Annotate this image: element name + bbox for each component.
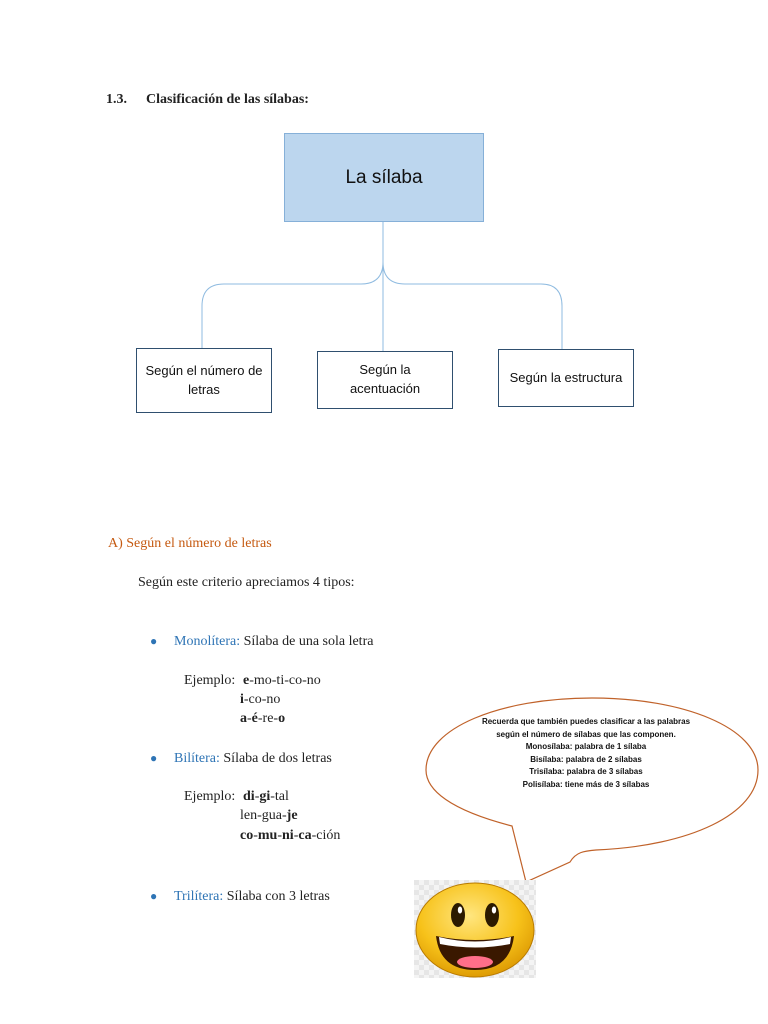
syllable: -: [254, 789, 260, 804]
example-word: e-mo-ti-co-no: [243, 673, 321, 689]
stressed-syllable: ni: [282, 828, 294, 843]
bullet-term: Bilítera:: [174, 751, 220, 766]
example-word: i-co-no: [240, 692, 280, 708]
stressed-syllable: mu: [257, 828, 278, 843]
stressed-syllable: o: [278, 711, 286, 726]
bubble-line: Monosílaba: palabra de 1 sílaba: [525, 742, 647, 752]
syllable: -: [277, 828, 283, 843]
section-number: 1.3.: [106, 92, 127, 107]
example-word: co-mu-ni-ca-ción: [240, 828, 340, 844]
syllable: -co-no: [243, 692, 281, 707]
example-word: di-gi-tal: [243, 789, 289, 805]
bubble-line: Trisílaba: palabra de 3 sílabas: [529, 767, 643, 777]
stressed-syllable: i: [240, 692, 244, 707]
connector-left: [201, 222, 384, 348]
syllable: -: [247, 711, 252, 726]
diagram-connectors: [201, 222, 563, 351]
bullet-definition: Sílaba de dos letras: [219, 751, 332, 766]
bullet-monolitera: ● Monolítera: Sílaba de una sola letra: [150, 634, 373, 650]
bubble-line: Polisílaba: tiene más de 3 sílabas: [522, 779, 650, 789]
syllable: -: [293, 828, 299, 843]
bubble-line: Bisílaba: palabra de 2 sílabas: [530, 754, 642, 764]
stressed-syllable: e: [243, 673, 250, 688]
smiley-face-icon: [414, 880, 536, 978]
stressed-syllable: é: [251, 711, 258, 726]
bullet-dot: ●: [150, 634, 158, 648]
section-title: Clasificación de las sílabas:: [146, 92, 309, 107]
bullet-dot: ●: [150, 751, 158, 765]
example-word: len-gua-je: [240, 808, 298, 824]
example-word: a-é-re-o: [240, 711, 285, 727]
example-label-bilitera: Ejemplo:: [184, 789, 236, 804]
stressed-syllable: ca: [298, 828, 312, 843]
stressed-syllable: di: [243, 789, 255, 804]
bullet-term: Monolítera:: [174, 634, 241, 649]
bullet-bilitera: ● Bilítera: Sílaba de dos letras: [150, 751, 332, 767]
stressed-syllable: co: [240, 828, 254, 843]
subsection-title: A) Según el número de letras: [108, 536, 272, 551]
bullet-trilitera: ● Trilítera: Sílaba con 3 letras: [150, 889, 330, 905]
stressed-syllable: a: [240, 711, 247, 726]
stressed-syllable: je: [286, 808, 298, 823]
bullet-definition: Sílaba con 3 letras: [223, 889, 330, 904]
diagram-child-box-accentuation: Según la acentuación: [317, 351, 453, 409]
intro-text: Según este criterio apreciamos 4 tipos:: [138, 575, 355, 590]
connector-right: [382, 222, 563, 349]
syllable: -tal: [270, 789, 289, 804]
bubble-line: Recuerda que también puedes clasificar a…: [481, 717, 691, 726]
syllable: -mo-ti-co-no: [249, 673, 321, 688]
section-heading: 1.3. Clasificación de las sílabas:: [106, 92, 309, 108]
syllable: -ción: [311, 828, 341, 843]
bubble-line: según el número de sílabas que las compo…: [496, 729, 676, 739]
diagram-child-box-structure: Según la estructura: [498, 349, 634, 407]
bullet-definition: Sílaba de una sola letra: [240, 634, 374, 649]
example-label-monolitera: Ejemplo:: [184, 673, 236, 688]
speech-bubble: [425, 697, 759, 883]
diagram-child-box-number-of-letters: Según el número de letras: [136, 348, 272, 413]
stressed-syllable: gi: [259, 789, 271, 804]
syllable: len-gua-: [240, 808, 287, 823]
syllable: -re-: [257, 711, 279, 726]
bullet-term: Trilítera:: [174, 889, 224, 904]
diagram-root-box: La sílaba: [284, 133, 484, 222]
bullet-dot: ●: [150, 889, 158, 903]
syllable: -: [253, 828, 258, 843]
speech-bubble-text: Recuerda que también puedes clasificar a…: [462, 716, 710, 792]
